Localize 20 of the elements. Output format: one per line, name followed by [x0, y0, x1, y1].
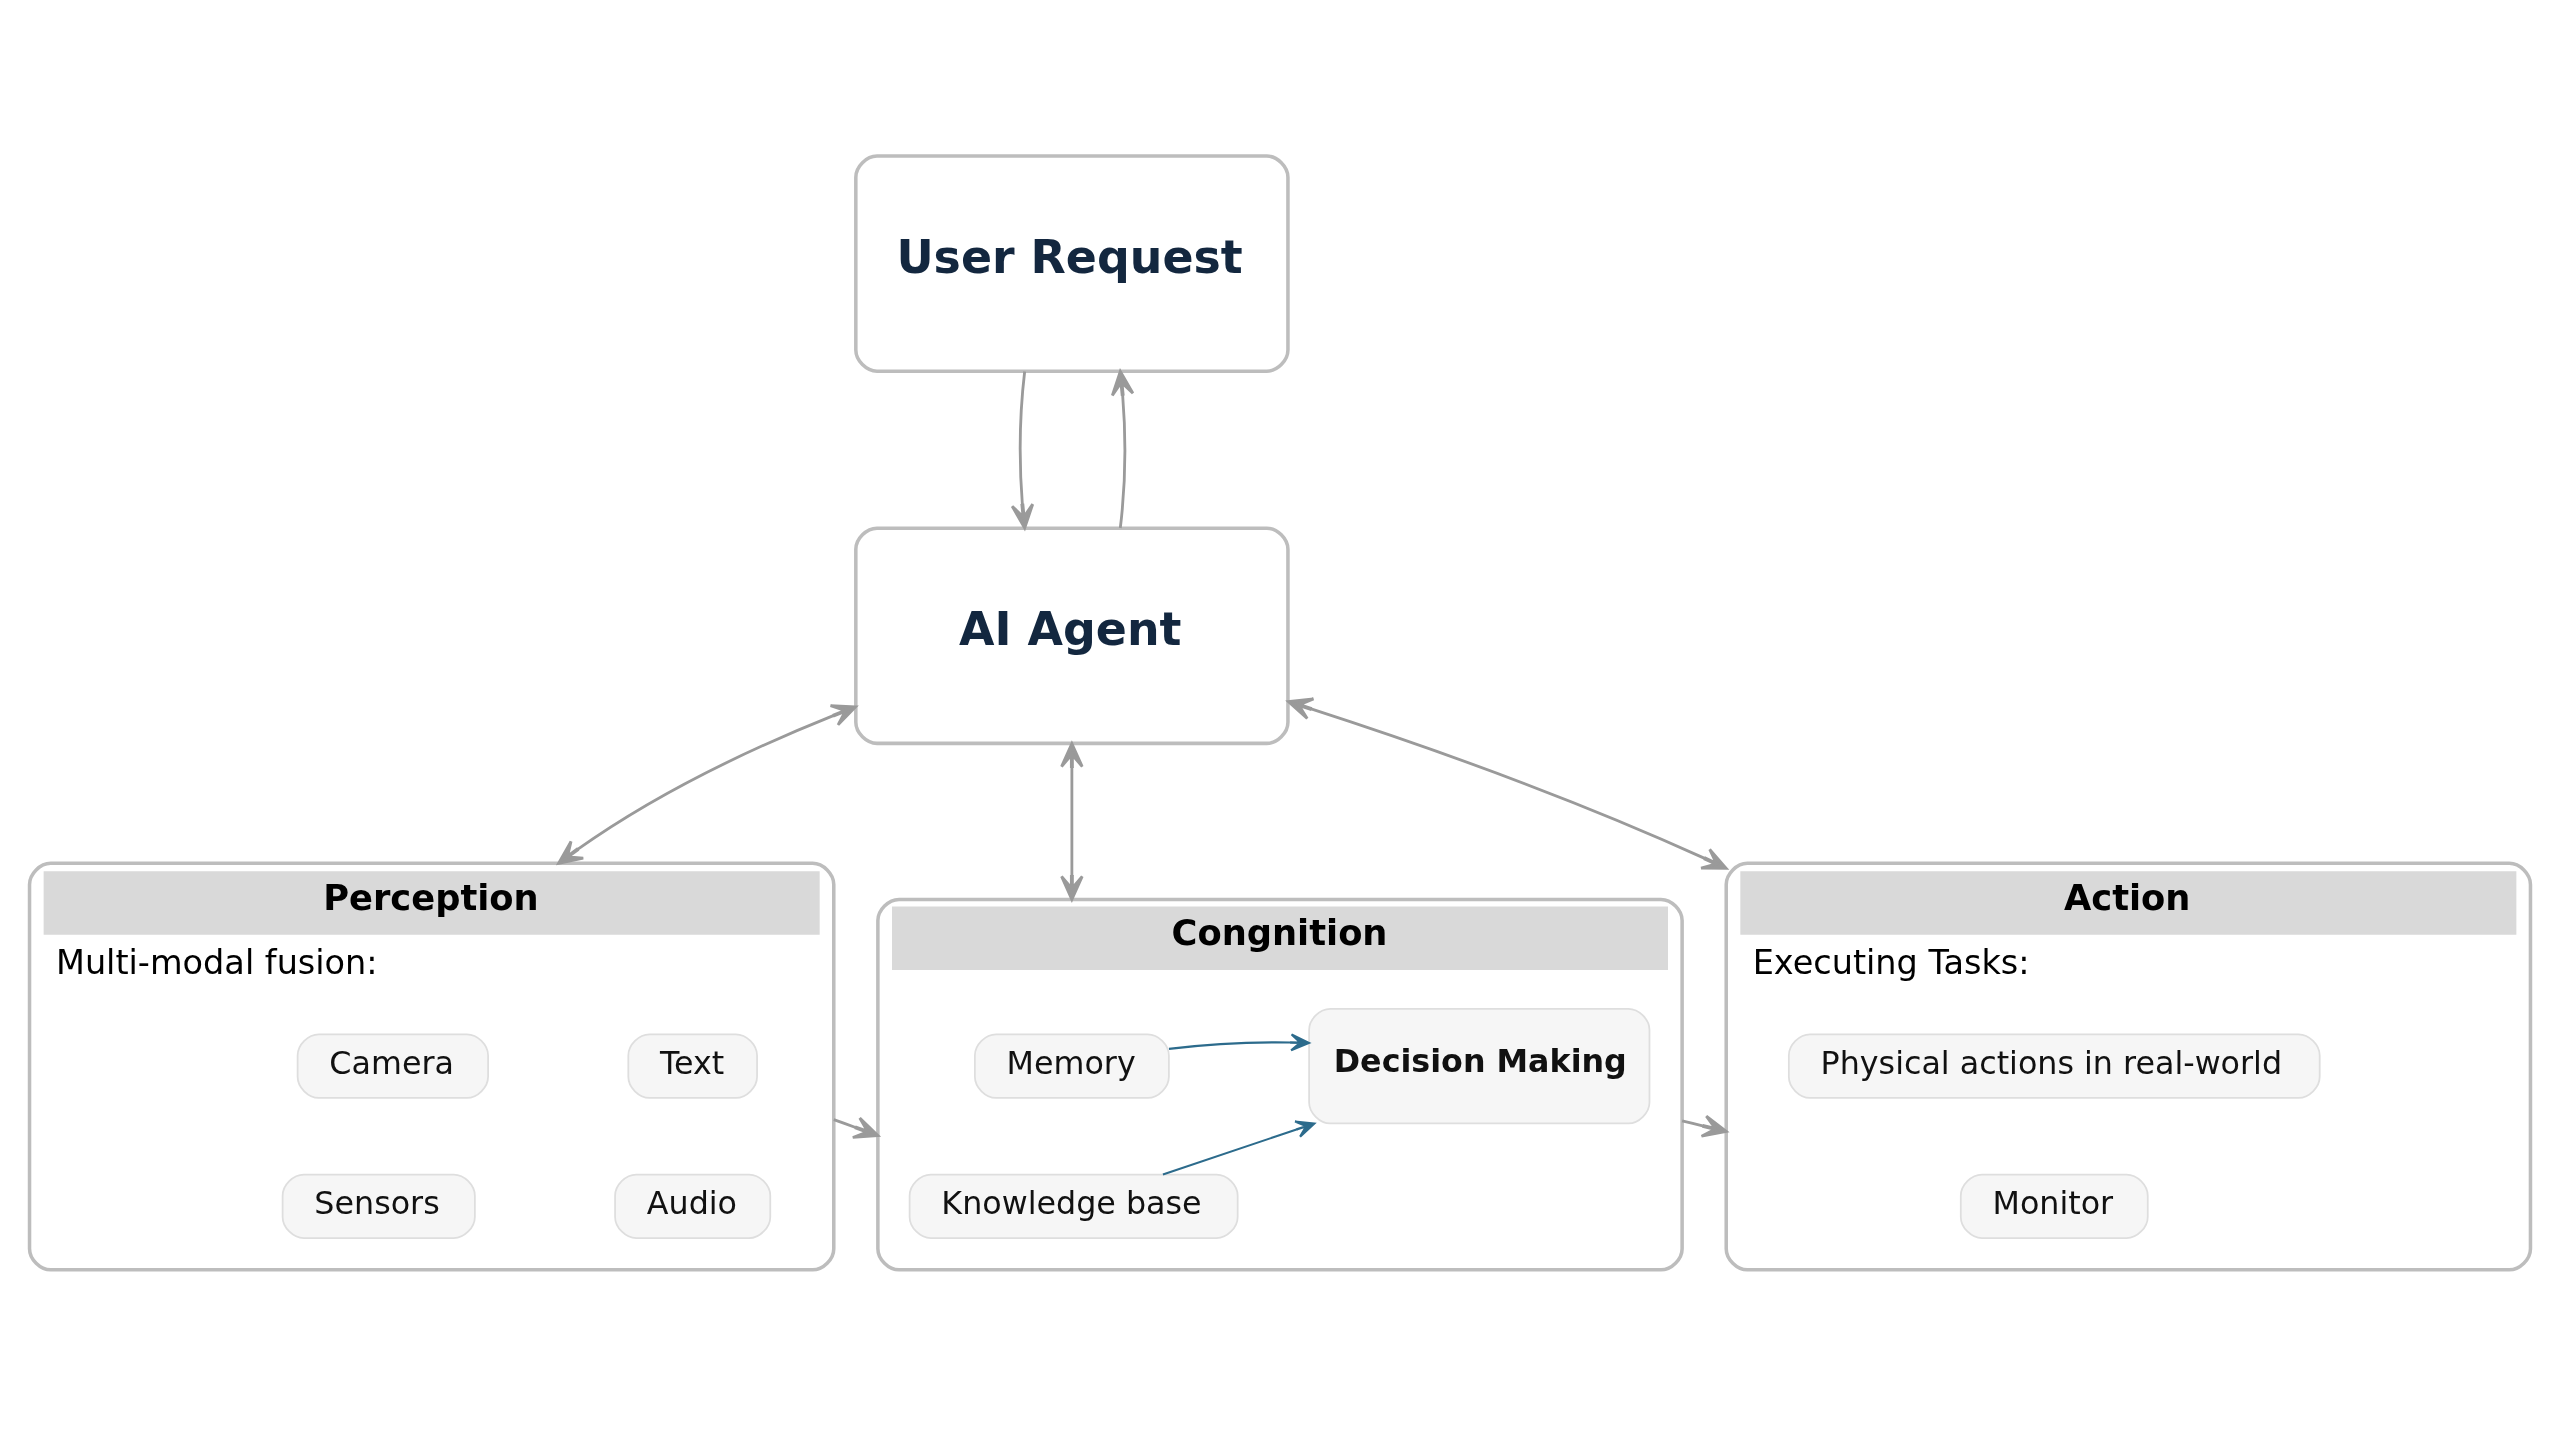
- arrow: [557, 704, 858, 865]
- node-box: Knowledge base: [908, 1173, 1239, 1239]
- node-box: Sensors: [281, 1173, 476, 1239]
- node-box: Physical actions in real-world: [1787, 1033, 2321, 1099]
- node-box: AI Agent: [854, 526, 1290, 746]
- node-box: Text: [627, 1033, 758, 1099]
- node-box: Memory: [974, 1033, 1170, 1099]
- arrow: [1681, 1114, 1728, 1138]
- arrow: [1162, 1120, 1316, 1176]
- arrow: [1287, 697, 1728, 870]
- arrow: [1010, 371, 1035, 530]
- node-box: User Request: [854, 154, 1290, 373]
- node-box: Camera: [296, 1033, 489, 1099]
- node-box: Decision Making: [1308, 1007, 1651, 1125]
- node-box: Audio: [614, 1173, 772, 1239]
- arrow: [1060, 742, 1084, 901]
- arrow: [833, 1116, 880, 1139]
- arrow: [1168, 1033, 1311, 1052]
- node-box: Monitor: [1959, 1173, 2149, 1239]
- arrow: [1110, 370, 1135, 529]
